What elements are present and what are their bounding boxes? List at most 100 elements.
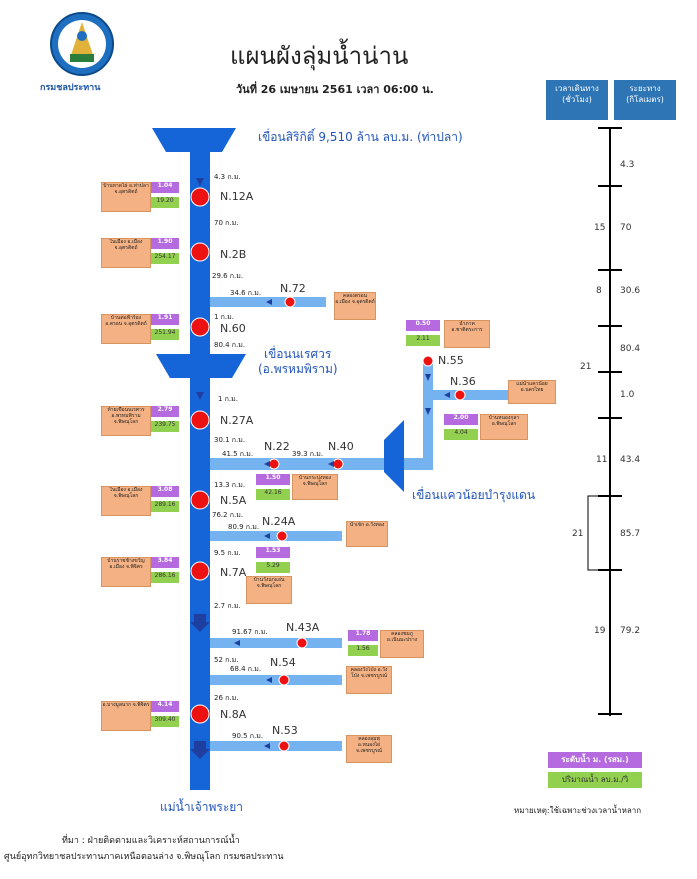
station-code-n54: N.54 (270, 656, 296, 669)
station-dot-n24a (276, 530, 288, 542)
station-dot-n7a (190, 561, 210, 581)
location-box-n22b: บ้านกระบุ่งทอง จ.พิษณุโลก (292, 474, 338, 500)
station-dot-n8a (190, 704, 210, 724)
main-arrow-2 (196, 392, 204, 400)
location-box: บ้านต่อฟ้าร้อง อ.ตรอน จ.อุตรดิตถ์ (101, 314, 151, 344)
location-box: ท้ายเขื่อนนเรศวร อ.พรหมพิราม จ.พิษณุโลก (101, 406, 151, 436)
km-label: 2.7 ก.ม. (214, 602, 241, 610)
legend-note: หมายเหตุ:ใช้เฉพาะช่วงเวลาน้ำหลาก (514, 806, 642, 815)
sirikit-dam-shape (152, 128, 236, 152)
station-dot-n54 (278, 674, 290, 686)
station-dot-n36 (454, 389, 466, 401)
main-arrow-3 (190, 614, 210, 632)
flow-box-n36b: 4.04 (444, 429, 478, 440)
ruler-time: 19 (594, 626, 606, 636)
tributary-n55-vertical (423, 362, 433, 470)
location-box-n55: น้ำภาค อ.ชาติตระการ (444, 320, 490, 348)
main-arrow-1 (196, 178, 204, 186)
station-code-n53: N.53 (272, 724, 298, 737)
ruler-distance: 43.4 (620, 455, 641, 465)
level-box-n36b: 2.00 (444, 414, 478, 425)
rid-logo (40, 8, 124, 92)
level-box: 3.08 (151, 486, 179, 497)
level-box: 1.04 (151, 182, 179, 193)
station-code-n8a: N.8A (220, 708, 247, 721)
ruler-distance: 79.2 (620, 626, 641, 636)
level-box: 3.84 (151, 557, 179, 568)
flow-box: 254.17 (151, 253, 179, 264)
station-dot-n27a (190, 410, 210, 430)
km-label: 26 ก.ม. (214, 694, 239, 702)
ruler-header-time: เวลาเดินทาง (ชั่วโมง) (546, 80, 608, 120)
station-dot-n53 (278, 740, 290, 752)
main-river (190, 152, 210, 790)
logo-text: กรมชลประทาน (40, 83, 101, 93)
km-label: 41.5 ก.ม. (222, 450, 254, 458)
km-label: 1 ก.ม. (214, 313, 234, 321)
km-label: 80.9 ก.ม. (228, 523, 260, 531)
arrow-n55-down (425, 374, 431, 381)
km-label: 90.5 ก.ม. (232, 732, 264, 740)
km-label: 52 ก.ม. (214, 656, 239, 664)
khwae-noi-dam-shape (384, 420, 404, 492)
km-label: 1 ก.ม. (218, 395, 238, 403)
ruler-line (609, 128, 611, 716)
station-dot-n60 (190, 317, 210, 337)
km-label: 91.67 ก.ม. (232, 628, 268, 636)
km-label: 76.2 ก.ม. (212, 511, 244, 519)
location-box-n72: คลองตรอน อ.เมือง จ.อุตรดิตถ์ (334, 292, 376, 320)
km-label: 4.3 ก.ม. (214, 173, 241, 181)
level-box-n22b: 1.50 (256, 474, 290, 485)
station-dot-n22 (268, 458, 280, 470)
station-code-n7a: N.7A (220, 566, 247, 579)
flow-box-n22b: 42.16 (256, 489, 290, 500)
level-box-n7b: 1.53 (256, 547, 290, 558)
ruler-distance: 1.0 (620, 390, 635, 400)
station-code-n72: N.72 (280, 282, 306, 295)
report-date: วันที่ 26 เมษายน 2561 เวลา 06:00 น. (236, 83, 434, 96)
station-dot-n12a (190, 187, 210, 207)
tributary-n53 (210, 741, 342, 751)
location-box: ในเมือง อ.เมือง จ.พิษณุโลก (101, 486, 151, 516)
ruler-time: 8 (596, 286, 602, 296)
km-label: 9.5 ก.ม. (214, 549, 241, 557)
arrow-n22 (264, 461, 270, 467)
km-label: 68.4 ก.ม. (230, 665, 262, 673)
tributary-n54 (210, 675, 342, 685)
station-code-n22: N.22 (264, 440, 290, 453)
flow-box: 309.40 (151, 716, 179, 727)
flow-box: 251.94 (151, 329, 179, 340)
level-box: 4.14 (151, 701, 179, 712)
station-code-n55: N.55 (438, 354, 464, 367)
flow-box: 289.16 (151, 501, 179, 512)
level-box-n55: 0.50 (406, 320, 440, 331)
km-label: 30.1 ก.ม. (214, 436, 246, 444)
flow-box: 19.20 (151, 197, 179, 208)
location-box: บ้านราชช้างขวัญ อ.เมือง จ.พิจิตร (101, 557, 151, 587)
river-end-label: แม่น้ำเจ้าพระยา (160, 800, 244, 814)
station-code-n27a: N.27A (220, 414, 254, 427)
location-box-n36b: บ้านหนองกุลา อ.พิษณุโลก (480, 414, 528, 440)
station-code-n5a: N.5A (220, 494, 247, 507)
location-box-n43a: คลองชมภู อ.เนินมะปราง (380, 630, 424, 658)
station-dot-n72 (284, 296, 296, 308)
flow-box-n43a: 1.56 (348, 645, 378, 656)
naresuan-dam-sublabel: (อ.พรหมพิราม) (258, 362, 338, 376)
station-code-n40: N.40 (328, 440, 354, 453)
ruler-header-distance: ระยะทาง (กิโลเมตร) (614, 80, 676, 120)
location-box-n36: แม่น้ำแควน้อย อ.นครไทย (508, 380, 556, 404)
arrow-n24a (264, 533, 270, 539)
km-label: 29.6 ก.ม. (212, 272, 244, 280)
km-label: 39.3 ก.ม. (292, 450, 324, 458)
station-code-n36: N.36 (450, 375, 476, 388)
km-label: 34.6 ก.ม. (230, 289, 262, 297)
level-box: 1.90 (151, 238, 179, 249)
khwae-noi-dam-label: เขื่อนแควน้อยบำรุงแดน (412, 488, 536, 502)
ruler-time: 15 (594, 223, 606, 233)
location-box-n7b: บ้านวังนกแอ่น จ.พิษณุโลก (246, 576, 292, 604)
location-box-n54: คลองวังโป่ง อ.วังโป่ง จ.เพชรบูรณ์ (346, 666, 392, 694)
legend-flow: ปริมาณน้ำ ลบ.ม./วิ (548, 772, 642, 788)
legend-level: ระดับน้ำ ม. (รสม.) (548, 752, 642, 768)
tributary-n24a (210, 531, 342, 541)
ruler-time: 11 (596, 455, 608, 465)
